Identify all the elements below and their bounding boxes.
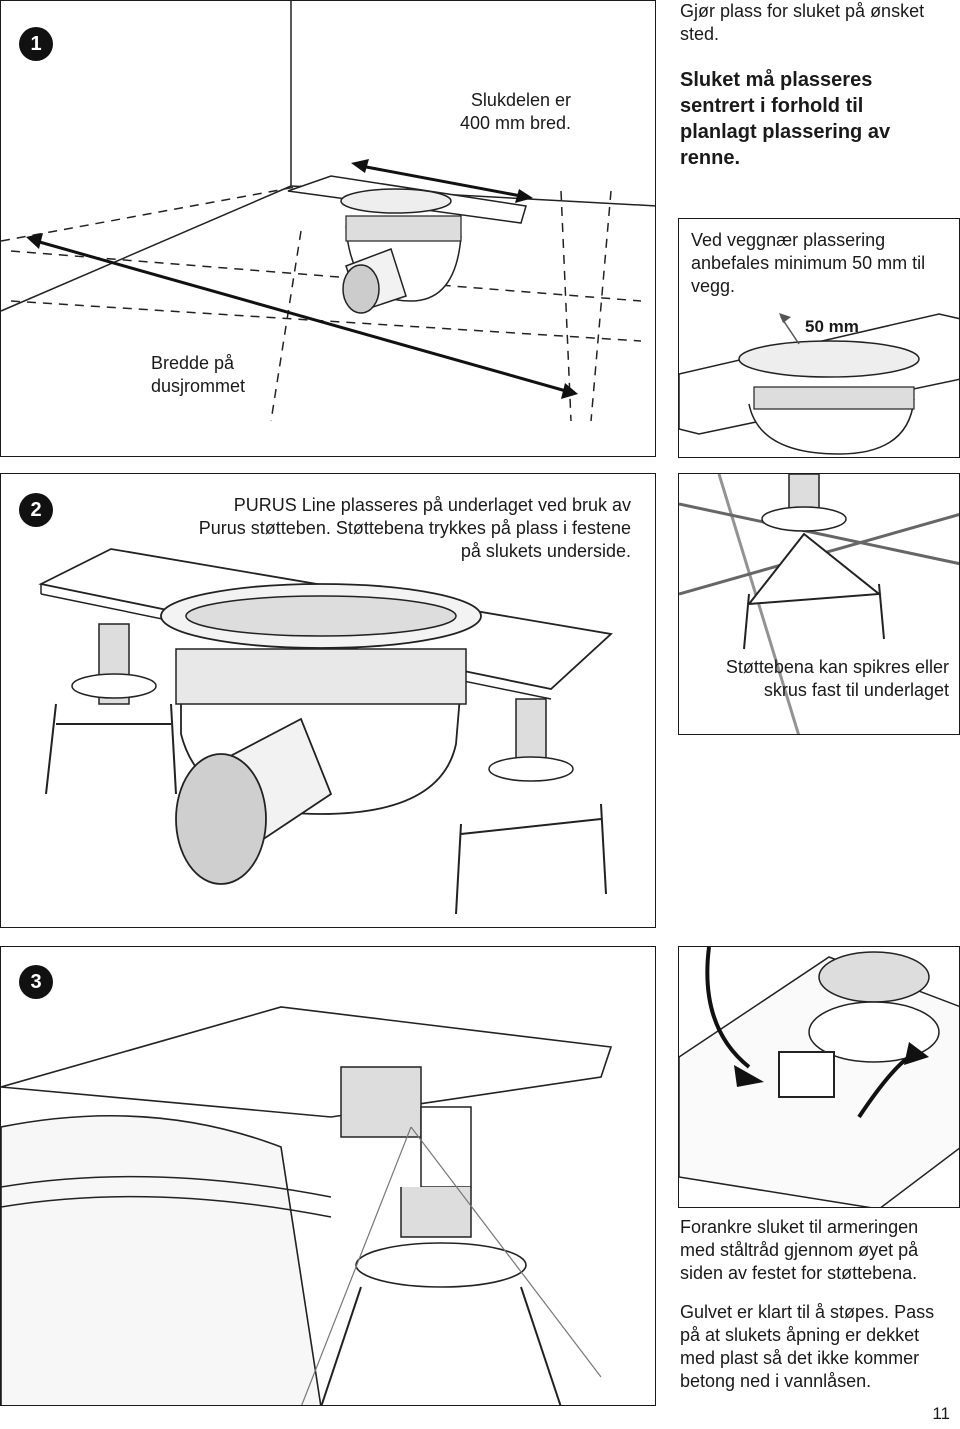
- drain-support-illustration: [38, 548, 613, 915]
- step-1-badge: 1: [19, 27, 53, 61]
- instruction-bold-text: Sluket må plasseres sentrert i forhold t…: [680, 69, 891, 169]
- shower-width-text: Bredde på dusjrommet: [151, 353, 246, 396]
- support-note-text: Støttebena kan spikres eller skrus fast …: [725, 657, 949, 700]
- section3-panel: 3: [0, 946, 656, 1406]
- section1-panel: 1 Slukdelen er 400 mm bred. Bredde på du…: [0, 0, 656, 457]
- support-detail-panel: Støttebena kan spikres eller skrus fast …: [678, 473, 960, 735]
- instruction-text: Gjør plass for sluket på ønsket sted.: [680, 1, 925, 44]
- room-illustration: [1, 1, 655, 422]
- anchor-detail-illustration: [679, 947, 959, 1207]
- anchoring-illustration: [1, 1006, 613, 1405]
- section2-instruction-text: PURUS Line plasseres på underlaget ved b…: [198, 495, 631, 561]
- step-2-badge: 2: [19, 493, 53, 527]
- section2-panel: 2 PURUS Line plasseres på underlaget ved…: [0, 473, 656, 928]
- wall-detail-panel: Ved veggnær plassering anbefales minimum…: [678, 218, 960, 458]
- anchor-instruction-text: Forankre sluket til armeringen med stålt…: [680, 1217, 919, 1283]
- drain-width-text: Slukdelen er 400 mm bred.: [459, 90, 571, 133]
- ready-instruction-text: Gulvet er klart til å støpes. Pass på at…: [680, 1302, 935, 1391]
- wall-distance-label: 50 mm: [805, 317, 859, 336]
- page-number: 11: [932, 1404, 950, 1423]
- step-3-badge: 3: [19, 965, 53, 999]
- wall-note-text: Ved veggnær plassering anbefales minimum…: [691, 230, 926, 296]
- anchor-detail-panel: [678, 946, 960, 1208]
- support-detail-illustration: [679, 474, 959, 734]
- wall-detail-illustration: [679, 313, 959, 455]
